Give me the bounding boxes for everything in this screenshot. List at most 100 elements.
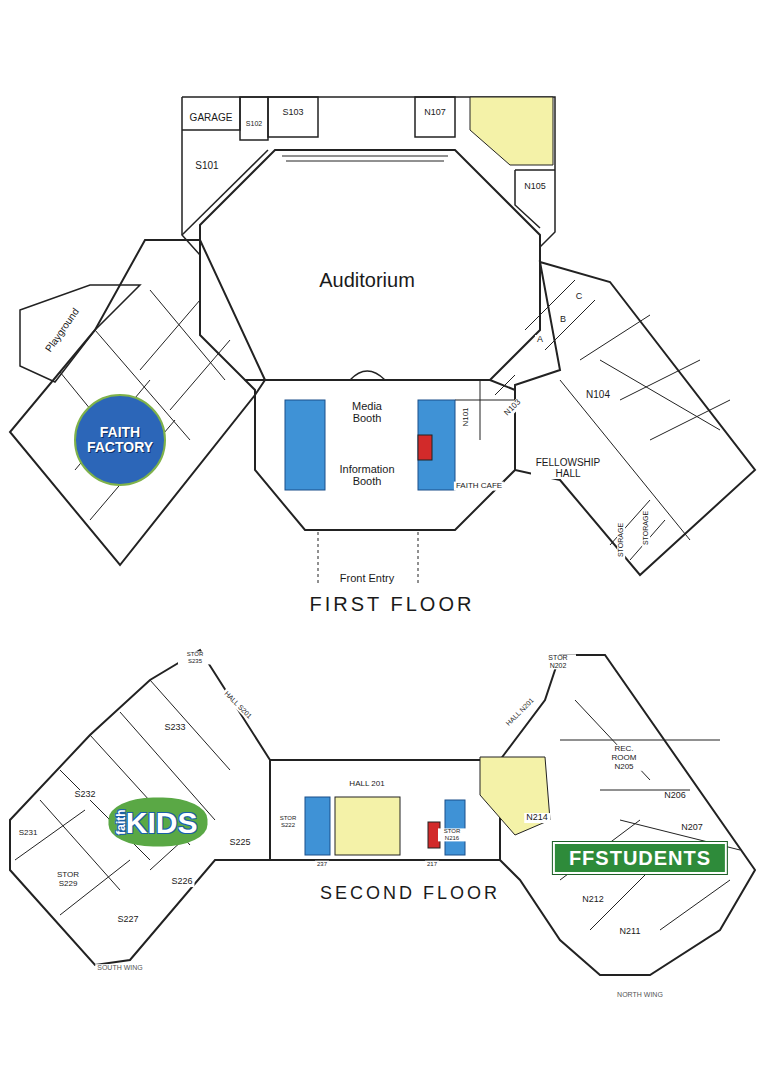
plan-shape <box>418 435 432 460</box>
plan-shape <box>418 400 455 490</box>
room-text: C <box>576 292 583 302</box>
room-text: STOR S222 <box>276 815 300 828</box>
room-text: N105 <box>524 182 546 192</box>
room-text: STOR S235 <box>180 651 210 664</box>
room-text: FELLOWSHIP HALL <box>533 457 603 479</box>
room-box: N214 <box>524 813 550 823</box>
room-box: S232 <box>72 790 97 800</box>
plan-shape <box>318 532 418 585</box>
room-text: GARAGE <box>190 112 233 123</box>
label-text: SOUTH WING <box>97 964 143 972</box>
map-label: FIRST FLOOR <box>310 593 475 615</box>
room-box: REC. ROOM N205 <box>600 745 648 771</box>
plan-shape <box>182 97 555 247</box>
room-box: N107 <box>422 108 448 118</box>
plan-shape <box>470 97 553 165</box>
map-label: NORTH WING <box>615 991 665 999</box>
map-label: SECOND FLOOR <box>320 884 500 904</box>
plan-shape <box>480 757 550 835</box>
room-text: S102 <box>246 120 262 128</box>
room-text: N206 <box>664 791 686 801</box>
plan-shape <box>182 97 240 130</box>
label-text: Front Entry <box>340 572 394 584</box>
room-box: S101 <box>193 160 220 171</box>
label-text: Information Booth <box>337 463 397 487</box>
plan-shape <box>20 285 140 382</box>
room-text: S231 <box>19 829 38 838</box>
second-floor-walls <box>10 650 755 975</box>
second-floor-fills <box>305 757 550 855</box>
room-box: STOR S222 <box>274 815 302 828</box>
room-box: N103 <box>502 397 525 420</box>
room-text: Media Booth <box>342 400 392 424</box>
room-box: Playground <box>42 304 82 355</box>
room-text: S103 <box>282 108 303 118</box>
plan-shape <box>335 797 400 855</box>
plan-shape <box>60 290 230 520</box>
first-floor-walls <box>10 97 755 585</box>
room-text: N211 <box>620 927 641 937</box>
room-text: Playground <box>43 306 81 354</box>
room-text: N207 <box>681 823 703 833</box>
plan-shape <box>200 150 540 380</box>
label-text: 217 <box>427 861 437 868</box>
plan-shape <box>415 97 455 137</box>
room-box: N104 <box>584 389 612 400</box>
room-text: S101 <box>195 160 218 171</box>
room-box: S225 <box>227 838 252 848</box>
map-label: HALL 201 <box>347 780 386 789</box>
room-box: B <box>558 315 568 325</box>
plan-shape <box>515 170 555 228</box>
logo-word: faith <box>115 809 128 834</box>
room-box: S233 <box>162 723 187 733</box>
room-box: STORAGE <box>617 521 625 559</box>
room-text: N212 <box>582 895 604 905</box>
first-floor-fills <box>285 97 553 490</box>
map-label: HALL N201 <box>503 695 537 729</box>
plan-shape <box>282 156 448 161</box>
room-box: S103 <box>280 108 305 118</box>
logo-word: KIDS <box>126 806 198 839</box>
room-box: C <box>574 292 585 302</box>
label-text: HALL N201 <box>505 697 536 728</box>
plan-shape <box>10 650 270 965</box>
plan-shape <box>268 97 318 137</box>
room-box: STOR N216 <box>438 828 466 841</box>
room-box: STORAGE <box>642 509 650 547</box>
plan-shape <box>270 760 500 860</box>
room-box: GARAGE <box>188 112 235 123</box>
room-box: S226 <box>169 877 194 887</box>
plan-shape <box>500 655 755 975</box>
room-box: S227 <box>115 915 140 925</box>
ffstudents-banner: FFSTUDENTS <box>553 842 727 874</box>
label-text: HALL S201 <box>223 690 254 721</box>
auditorium-label: Auditorium <box>317 269 417 291</box>
label-text: SECOND FLOOR <box>320 884 500 904</box>
room-text: STOR S229 <box>53 871 83 889</box>
room-text: N101 <box>462 407 471 426</box>
room-box: N212 <box>580 895 606 905</box>
label-text: FAITH CAFE <box>456 482 502 491</box>
room-text: STORAGE <box>642 511 650 545</box>
room-text: N103 <box>503 398 523 418</box>
room-box: Media Booth <box>340 400 394 424</box>
room-text: STOR N202 <box>542 654 574 669</box>
map-label: FAITH CAFE <box>454 482 504 491</box>
label-text: NORTH WING <box>617 991 663 999</box>
plan-shape <box>182 150 268 235</box>
room-text: S233 <box>164 723 185 733</box>
plan-shape <box>515 262 755 575</box>
room-text: S232 <box>74 790 95 800</box>
room-text: FAITH FACTORY <box>76 425 164 456</box>
room-box: N101 <box>462 405 471 428</box>
room-text: N107 <box>424 108 446 118</box>
plan-shape <box>240 97 268 140</box>
plan-shape <box>305 797 330 855</box>
label-text: 237 <box>317 861 327 868</box>
plan-shape <box>285 400 325 490</box>
label-text: FIRST FLOOR <box>310 593 475 615</box>
plan-shape <box>525 280 730 560</box>
plan-shape <box>350 371 385 380</box>
